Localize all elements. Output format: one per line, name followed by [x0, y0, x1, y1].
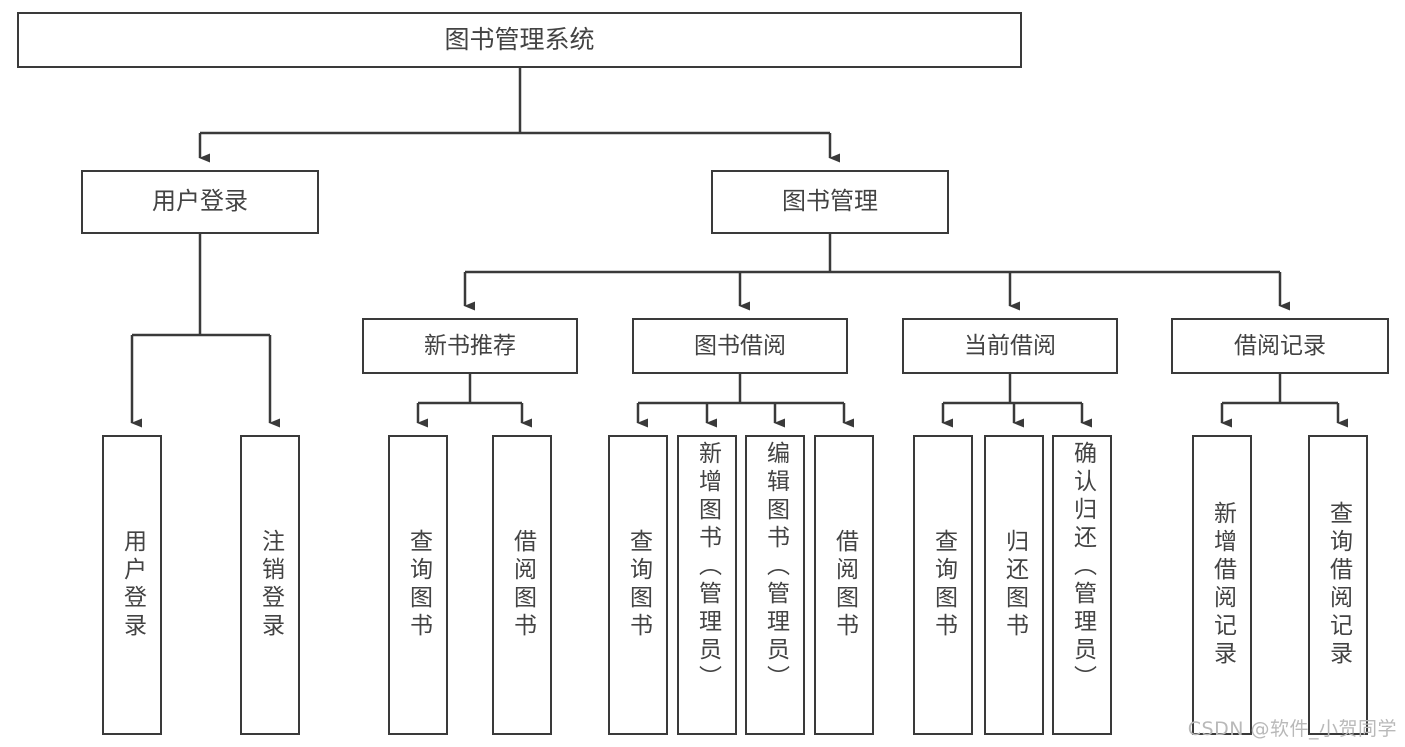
- node-borrow-record[interactable]: 借阅记录: [1171, 318, 1389, 374]
- leaf-new-book-borrow-book[interactable]: 借阅图书: [492, 435, 552, 735]
- csdn-watermark: CSDN @软件_小贺同学: [1187, 718, 1397, 740]
- node-book-management-label: 图书管理: [782, 187, 878, 216]
- node-book-management[interactable]: 图书管理: [711, 170, 949, 234]
- leaf-label: 用户登录: [119, 529, 146, 641]
- leaf-label: 确认归还（管理员）: [1069, 441, 1096, 693]
- node-current-borrow[interactable]: 当前借阅: [902, 318, 1118, 374]
- node-new-book-recommend[interactable]: 新书推荐: [362, 318, 578, 374]
- leaf-label: 新增借阅记录: [1209, 501, 1236, 669]
- leaf-label: 查询借阅记录: [1325, 501, 1352, 669]
- leaf-label: 编辑图书（管理员）: [762, 441, 789, 693]
- leaf-borrow-record-add-record[interactable]: 新增借阅记录: [1192, 435, 1252, 735]
- leaf-user-login-login[interactable]: 用户登录: [102, 435, 162, 735]
- leaf-label: 注销登录: [257, 529, 284, 641]
- node-book-borrow[interactable]: 图书借阅: [632, 318, 848, 374]
- leaf-book-borrow-edit-book-admin[interactable]: 编辑图书（管理员）: [745, 435, 805, 735]
- leaf-label: 查询图书: [405, 529, 432, 641]
- leaf-label: 借阅图书: [509, 529, 536, 641]
- node-new-book-recommend-label: 新书推荐: [424, 332, 516, 359]
- leaf-label: 查询图书: [930, 529, 957, 641]
- node-user-login[interactable]: 用户登录: [81, 170, 319, 234]
- leaf-book-borrow-query-book[interactable]: 查询图书: [608, 435, 668, 735]
- node-root-label: 图书管理系统: [444, 24, 595, 54]
- node-borrow-record-label: 借阅记录: [1234, 332, 1326, 359]
- leaf-current-borrow-query-book[interactable]: 查询图书: [913, 435, 973, 735]
- leaf-new-book-query-book[interactable]: 查询图书: [388, 435, 448, 735]
- leaf-label: 新增图书（管理员）: [694, 441, 721, 693]
- node-user-login-label: 用户登录: [152, 187, 248, 216]
- leaf-user-login-logout[interactable]: 注销登录: [240, 435, 300, 735]
- leaf-label: 归还图书: [1001, 529, 1028, 641]
- leaf-book-borrow-add-book-admin[interactable]: 新增图书（管理员）: [677, 435, 737, 735]
- leaf-current-borrow-return-book[interactable]: 归还图书: [984, 435, 1044, 735]
- leaf-label: 借阅图书: [831, 529, 858, 641]
- node-book-borrow-label: 图书借阅: [694, 332, 786, 359]
- leaf-book-borrow-borrow-book[interactable]: 借阅图书: [814, 435, 874, 735]
- leaf-current-borrow-confirm-return-admin[interactable]: 确认归还（管理员）: [1052, 435, 1112, 735]
- node-root-book-management-system[interactable]: 图书管理系统: [17, 12, 1022, 68]
- leaf-borrow-record-query-record[interactable]: 查询借阅记录: [1308, 435, 1368, 735]
- node-current-borrow-label: 当前借阅: [964, 332, 1056, 359]
- leaf-label: 查询图书: [625, 529, 652, 641]
